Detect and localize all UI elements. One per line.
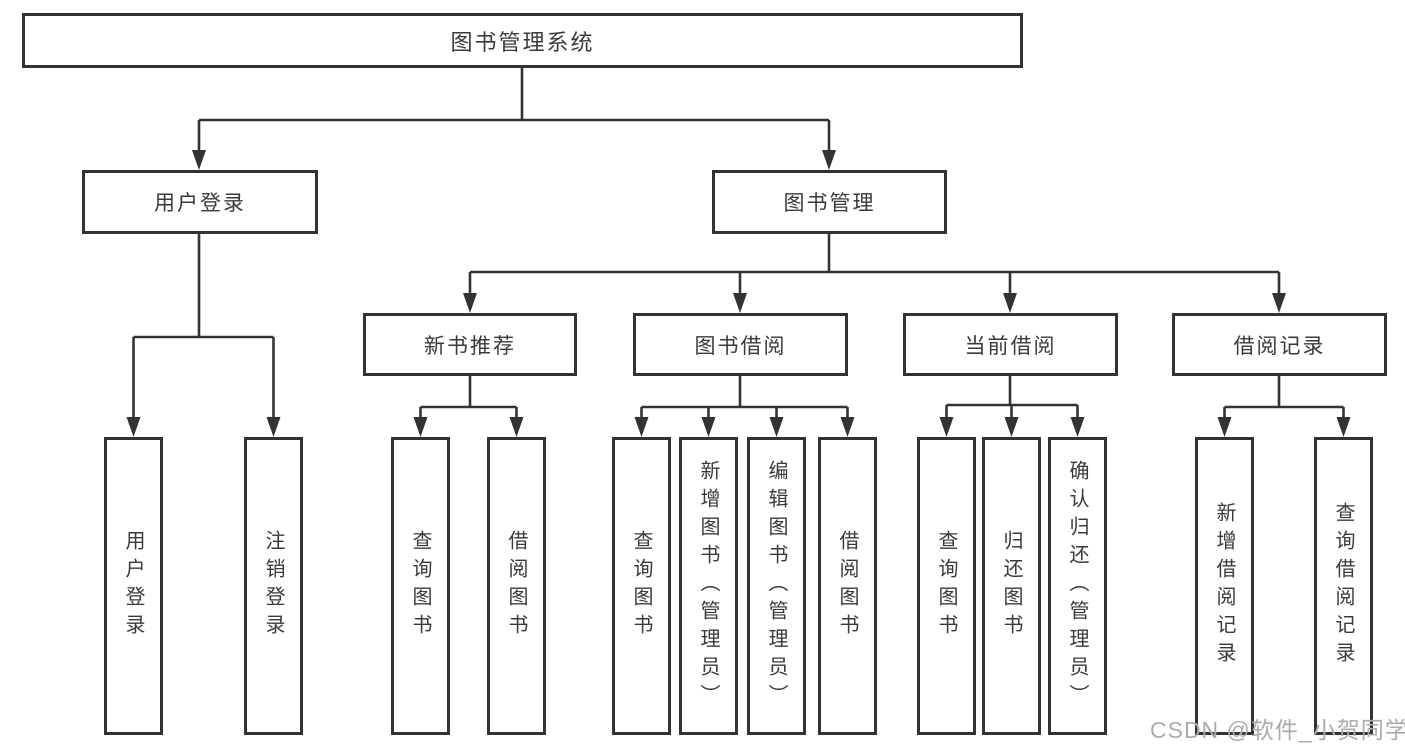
leaf-record-add-label: 新增借阅记录 xyxy=(1213,502,1235,670)
leaf-borrow-borrow-label: 借阅图书 xyxy=(836,530,858,642)
leaf-user-login: 用户登录 xyxy=(104,437,163,735)
leaf-borrow-add: 新增图书（管理员） xyxy=(679,437,738,735)
leaf-logout-label: 注销登录 xyxy=(262,530,284,642)
leaf-current-return-label: 归还图书 xyxy=(1000,530,1022,642)
node-new-book-recommend-label: 新书推荐 xyxy=(424,334,516,358)
leaf-borrow-edit-label: 编辑图书（管理员） xyxy=(765,460,787,712)
node-root-label: 图书管理系统 xyxy=(450,29,595,55)
node-borrow-records: 借阅记录 xyxy=(1172,313,1387,376)
leaf-borrow-add-label: 新增图书（管理员） xyxy=(697,460,719,712)
node-book-borrow-label: 图书借阅 xyxy=(694,334,787,358)
node-borrow-records-label: 借阅记录 xyxy=(1233,334,1326,358)
leaf-current-return: 归还图书 xyxy=(982,437,1041,735)
node-new-book-recommend: 新书推荐 xyxy=(363,313,577,376)
leaf-borrow-query-label: 查询图书 xyxy=(630,530,652,642)
node-root: 图书管理系统 xyxy=(22,13,1023,68)
csdn-watermark: CSDN @软件_小贺同学 xyxy=(1150,717,1405,743)
leaf-current-query-label: 查询图书 xyxy=(935,530,957,642)
node-user-login-label: 用户登录 xyxy=(154,192,246,215)
leaf-borrow-edit: 编辑图书（管理员） xyxy=(747,437,806,735)
leaf-newbook-borrow: 借阅图书 xyxy=(487,437,546,735)
leaf-logout: 注销登录 xyxy=(244,437,303,735)
leaf-borrow-borrow: 借阅图书 xyxy=(818,437,877,735)
leaf-newbook-borrow-label: 借阅图书 xyxy=(505,530,527,642)
leaf-record-query-label: 查询借阅记录 xyxy=(1332,502,1354,670)
node-current-borrow-label: 当前借阅 xyxy=(964,334,1057,358)
leaf-record-query: 查询借阅记录 xyxy=(1314,437,1373,735)
leaf-record-add: 新增借阅记录 xyxy=(1195,437,1254,735)
leaf-newbook-query: 查询图书 xyxy=(391,437,450,735)
node-book-borrow: 图书借阅 xyxy=(633,313,848,376)
leaf-current-query: 查询图书 xyxy=(917,437,976,735)
node-book-management: 图书管理 xyxy=(712,170,947,234)
node-current-borrow: 当前借阅 xyxy=(903,313,1118,376)
leaf-current-confirm: 确认归还（管理员） xyxy=(1048,437,1107,735)
leaf-newbook-query-label: 查询图书 xyxy=(409,530,431,642)
leaf-current-confirm-label: 确认归还（管理员） xyxy=(1066,460,1088,712)
node-book-management-label: 图书管理 xyxy=(783,192,876,215)
leaf-borrow-query: 查询图书 xyxy=(612,437,671,735)
leaf-user-login-label: 用户登录 xyxy=(122,530,144,642)
node-user-login: 用户登录 xyxy=(82,170,318,234)
